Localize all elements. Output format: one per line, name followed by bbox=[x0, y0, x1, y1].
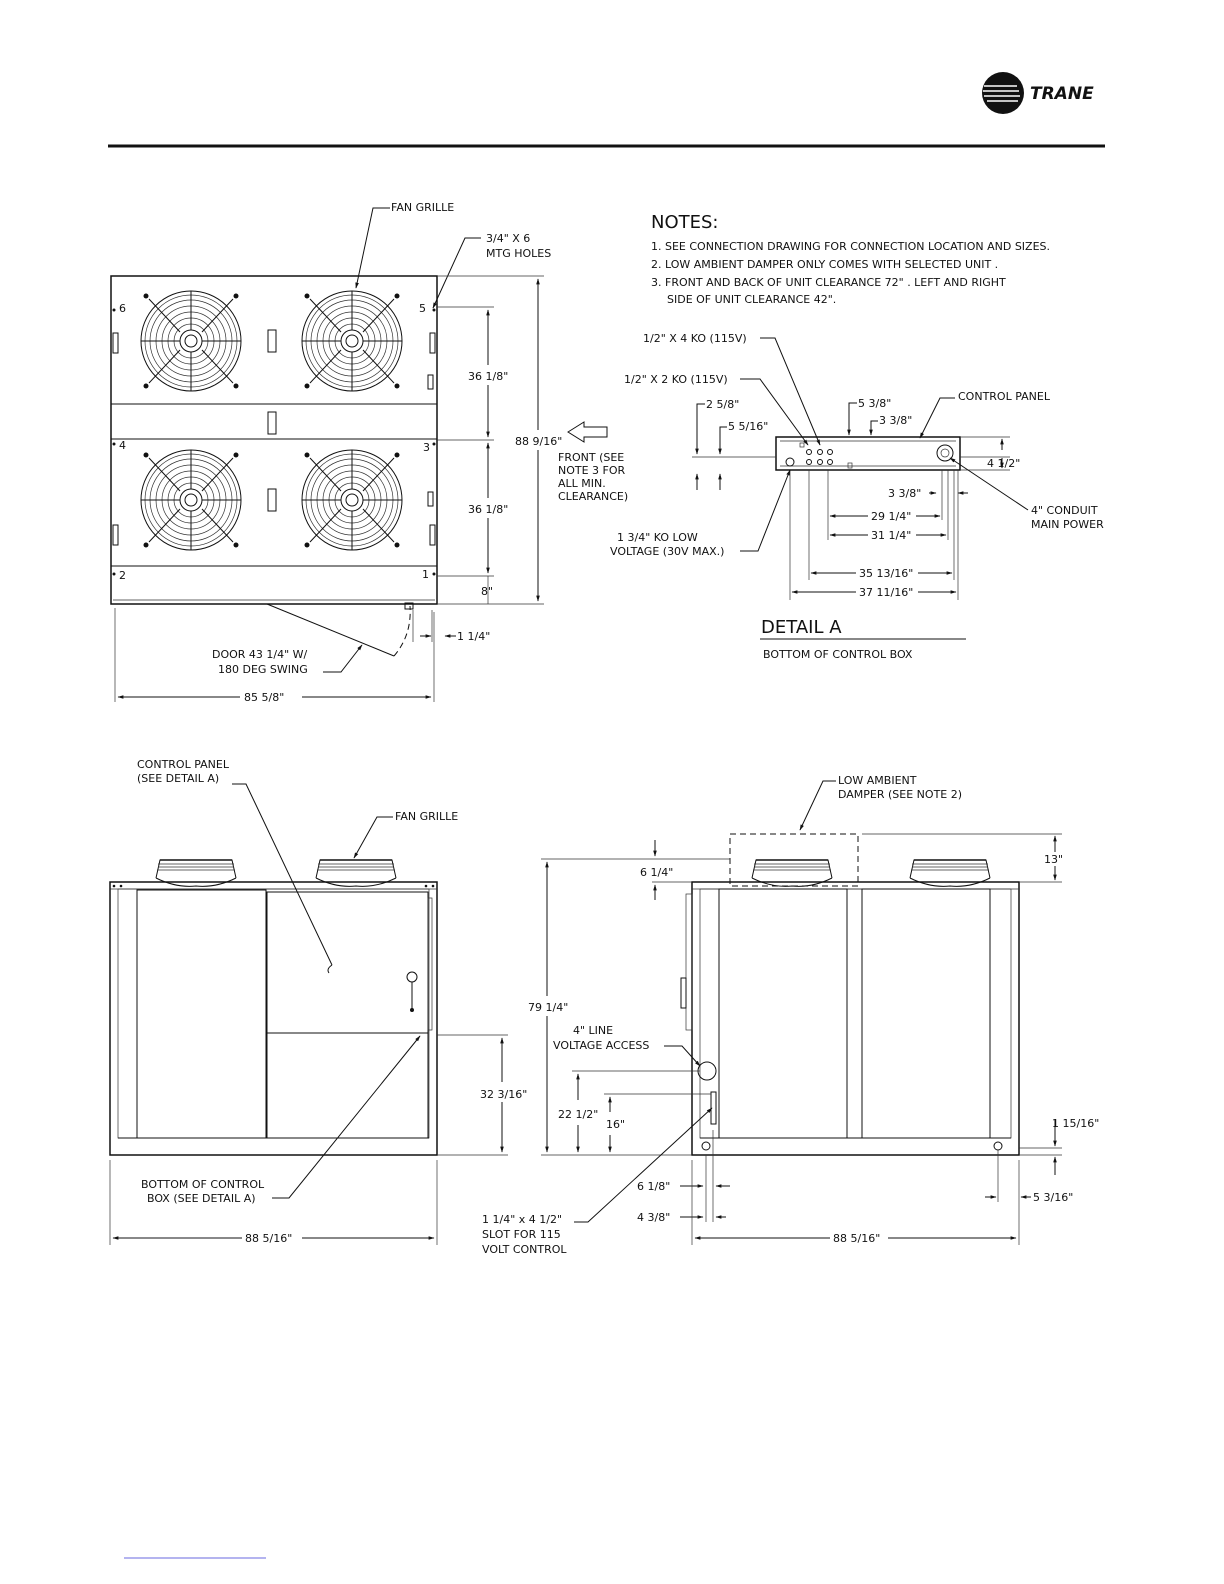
dim-16: 16" bbox=[606, 1118, 625, 1131]
fan-grille-label-front: FAN GRILLE bbox=[395, 810, 458, 823]
conduit-label-2: MAIN POWER bbox=[1031, 518, 1104, 531]
front-note-2: NOTE 3 FOR bbox=[558, 464, 626, 477]
fan-icon-2 bbox=[301, 290, 403, 392]
front-arrow-icon bbox=[567, 421, 608, 443]
fan-icon-4 bbox=[301, 449, 403, 551]
notes-title: NOTES: bbox=[651, 212, 719, 233]
fan-icon-1 bbox=[140, 290, 242, 392]
dim-4-3-8: 4 3/8" bbox=[637, 1211, 670, 1224]
fan-grille-label-top: FAN GRILLE bbox=[391, 201, 454, 214]
hole-number-6: 6 bbox=[119, 302, 126, 315]
dim-31-1-4: 31 1/4" bbox=[871, 529, 911, 542]
ko-low-voltage-label-1: 1 3/4" KO LOW bbox=[617, 531, 698, 544]
bottom-control-box-label-2: BOX (SEE DETAIL A) bbox=[147, 1192, 256, 1205]
line-voltage-label-1: 4" LINE bbox=[573, 1024, 613, 1037]
main-power-conduit-icon bbox=[936, 444, 954, 462]
dim-overall-height: 79 1/4" bbox=[528, 1001, 568, 1014]
dim-lower-fan-row: 36 1/8" bbox=[468, 503, 508, 516]
door-label-1: DOOR 43 1/4" W/ bbox=[212, 648, 308, 661]
control-panel-label-1: CONTROL PANEL bbox=[137, 758, 230, 771]
bottom-control-box-label-1: BOTTOM OF CONTROL bbox=[141, 1178, 265, 1191]
dim-door-offset: 1 1/4" bbox=[457, 630, 490, 643]
dim-damper-height: 13" bbox=[1044, 853, 1063, 866]
dim-6-1-8: 6 1/8" bbox=[637, 1180, 670, 1193]
dim-5-5-16: 5 5/16" bbox=[728, 420, 768, 433]
hole-number-3: 3 bbox=[423, 441, 430, 454]
detail-a-subtitle: BOTTOM OF CONTROL BOX bbox=[763, 648, 913, 661]
dim-unit-width: 85 5/8" bbox=[244, 691, 284, 704]
dim-22-1-2: 22 1/2" bbox=[558, 1108, 598, 1121]
door-label-2: 180 DEG SWING bbox=[218, 663, 308, 676]
detail-a: 1/2" X 4 KO (115V) 1/2" X 2 KO (115V) 2 … bbox=[610, 332, 1104, 661]
low-ambient-damper-outline bbox=[729, 833, 859, 887]
control-box-outline bbox=[775, 436, 961, 471]
slot-label-2: SLOT FOR 115 bbox=[482, 1228, 561, 1241]
unit-outline-front bbox=[109, 881, 438, 1156]
note-1: 1. SEE CONNECTION DRAWING FOR CONNECTION… bbox=[651, 240, 1050, 253]
dim-35-13-16: 35 13/16" bbox=[859, 567, 913, 580]
dim-upper-fan-row: 36 1/8" bbox=[468, 370, 508, 383]
damper-label-2: DAMPER (SEE NOTE 2) bbox=[838, 788, 962, 801]
dim-1-15-16: 1 15/16" bbox=[1052, 1117, 1099, 1130]
dim-total-depth: 88 9/16" bbox=[515, 435, 562, 448]
trane-logo: TRANE bbox=[982, 72, 1094, 114]
hole-number-1: 1 bbox=[422, 568, 429, 581]
control-panel-label-2: (SEE DETAIL A) bbox=[137, 772, 219, 785]
dim-37-11-16: 37 11/16" bbox=[859, 586, 913, 599]
door-handle-icon bbox=[406, 971, 418, 983]
dim-side-width: 88 5/16" bbox=[833, 1232, 880, 1245]
damper-label-1: LOW AMBIENT bbox=[838, 774, 917, 787]
hole-number-2: 2 bbox=[119, 569, 126, 582]
header: TRANE bbox=[108, 72, 1105, 148]
notes-block: NOTES: 1. SEE CONNECTION DRAWING FOR CON… bbox=[651, 212, 1050, 306]
note-3: 3. FRONT AND BACK OF UNIT CLEARANCE 72" … bbox=[651, 276, 1006, 289]
slot-label-3: VOLT CONTROL bbox=[482, 1243, 567, 1256]
front-note-4: CLEARANCE) bbox=[558, 490, 628, 503]
front-note-3: ALL MIN. bbox=[558, 477, 606, 490]
dim-5-3-16: 5 3/16" bbox=[1033, 1191, 1073, 1204]
fan-icon-3 bbox=[140, 449, 242, 551]
note-2: 2. LOW AMBIENT DAMPER ONLY COMES WITH SE… bbox=[651, 258, 998, 271]
dim-bottom-offset: 8" bbox=[481, 585, 493, 598]
hole-number-4: 4 bbox=[119, 439, 126, 452]
ko-115v-2-label: 1/2" X 2 KO (115V) bbox=[624, 373, 728, 386]
dim-3-3-8-bottom: 3 3/8" bbox=[888, 487, 921, 500]
hole-number-5: 5 bbox=[419, 302, 426, 315]
dim-front-width: 88 5/16" bbox=[245, 1232, 292, 1245]
dim-6-1-4: 6 1/4" bbox=[640, 866, 673, 879]
dim-29-1-4: 29 1/4" bbox=[871, 510, 911, 523]
dim-2-5-8: 2 5/8" bbox=[706, 398, 739, 411]
front-note-1: FRONT (SEE bbox=[558, 451, 624, 464]
front-view: CONTROL PANEL (SEE DETAIL A) FAN GRILLE … bbox=[109, 758, 527, 1245]
ko-115v-4-label: 1/2" X 4 KO (115V) bbox=[643, 332, 747, 345]
ko-low-voltage-label-2: VOLTAGE (30V MAX.) bbox=[610, 545, 724, 558]
line-voltage-access-icon bbox=[697, 1061, 717, 1081]
detail-a-title: DETAIL A bbox=[761, 617, 842, 638]
conduit-label-1: 4" CONDUIT bbox=[1031, 504, 1098, 517]
side-view: LOW AMBIENT DAMPER (SEE NOTE 2) 13" 6 1/… bbox=[482, 774, 1099, 1256]
slot-label-1: 1 1/4" x 4 1/2" bbox=[482, 1213, 562, 1226]
unit-outline-side bbox=[691, 881, 1020, 1156]
top-view: 6 5 4 3 2 1 FAN GRILLE 3/4" X 6 MTG HOLE… bbox=[110, 201, 628, 704]
brand-name: TRANE bbox=[1030, 84, 1094, 104]
mtg-holes-label-1: 3/4" X 6 bbox=[486, 232, 530, 245]
dim-4-1-2: 4 1/2" bbox=[987, 457, 1020, 470]
dim-5-3-8: 5 3/8" bbox=[858, 397, 891, 410]
line-voltage-label-2: VOLTAGE ACCESS bbox=[553, 1039, 649, 1052]
note-3-continued: SIDE OF UNIT CLEARANCE 42". bbox=[667, 293, 836, 306]
mtg-holes-label-2: MTG HOLES bbox=[486, 247, 551, 260]
dim-control-box-height: 32 3/16" bbox=[480, 1088, 527, 1101]
control-panel-label-detail: CONTROL PANEL bbox=[958, 390, 1051, 403]
dim-3-3-8-top: 3 3/8" bbox=[879, 414, 912, 427]
